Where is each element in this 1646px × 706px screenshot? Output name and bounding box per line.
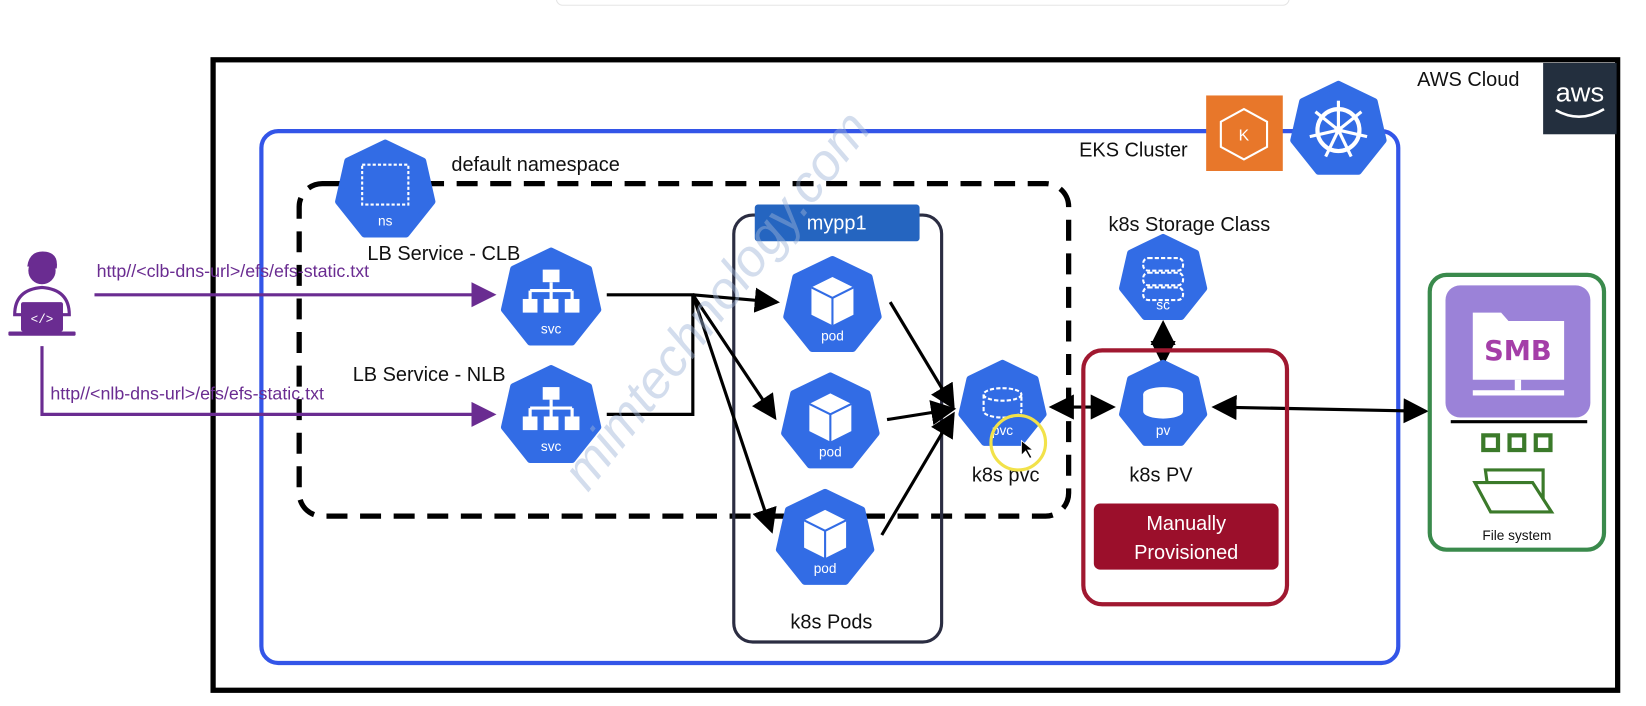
namespace-label: default namespace	[451, 154, 619, 176]
svc-nlb-icon-text: svc	[541, 439, 562, 454]
deployment-title: mypp1	[807, 213, 867, 235]
service-to-pod-connectors	[606, 287, 780, 534]
nlb-request-arrow	[40, 346, 497, 427]
clb-url: http//<clb-dns-url>/efs/efs-static.txt	[97, 261, 370, 281]
lb-service-nlb-label: LB Service - NLB	[353, 364, 506, 386]
namespace-icon: ns	[335, 139, 436, 238]
pv-filesystem-arrow	[1211, 394, 1429, 424]
filesystem-boundary	[1427, 272, 1607, 552]
svg-text:</>: </>	[31, 313, 54, 327]
svg-text:Provisioned: Provisioned	[1134, 542, 1238, 564]
mouse-pointer-icon	[1020, 439, 1035, 459]
pod-icon-2: pod	[781, 372, 880, 469]
kubernetes-logo-icon	[1290, 80, 1387, 175]
smb-share-icon: SMB	[1445, 285, 1591, 418]
default-namespace-boundary	[296, 180, 1072, 519]
svg-text:aws: aws	[1556, 77, 1605, 108]
pv-group-boundary	[1081, 348, 1290, 607]
deployment-title-bar	[754, 204, 920, 242]
filesystem-label: File system	[1482, 528, 1551, 543]
manually-provisioned-badge: Manually Provisioned	[1093, 503, 1279, 570]
pvc-icon: pvc	[958, 359, 1047, 446]
svg-text:K: K	[1239, 128, 1250, 145]
pv-icon-text: pv	[1156, 423, 1171, 438]
pod-to-pvc-connectors	[880, 301, 957, 536]
top-card-edge	[555, 0, 1290, 6]
open-folder-icon	[1472, 468, 1555, 514]
pv-label: k8s PV	[1129, 465, 1193, 487]
cursor-highlight	[989, 413, 1048, 472]
svc-nlb-icon: svc	[500, 365, 602, 464]
lb-service-clb-label: LB Service - CLB	[367, 243, 520, 265]
nlb-url: http//<nlb-dns-url>/efs/efs-static.txt	[50, 384, 324, 404]
pv-icon: pv	[1119, 359, 1208, 446]
storage-class-icon-text: sc	[1156, 297, 1170, 312]
aws-cloud-label: AWS Cloud	[1417, 69, 1519, 91]
pod-icon-3-text: pod	[814, 561, 837, 576]
svc-clb-icon: svc	[500, 247, 602, 346]
eks-cluster-label: EKS Cluster	[1079, 139, 1188, 161]
svg-text:Manually: Manually	[1146, 513, 1226, 535]
svg-text:SMB: SMB	[1484, 336, 1552, 367]
pod-icon-3: pod	[775, 488, 875, 585]
chip-icons	[1481, 433, 1553, 453]
pod-icon-1-text: pod	[821, 328, 844, 343]
pod-icon-1: pod	[783, 255, 882, 352]
developer-user-icon: </>	[8, 251, 76, 336]
storage-class-label: k8s Storage Class	[1108, 214, 1270, 236]
storage-class-icon: sc	[1119, 233, 1208, 320]
aws-logo: aws	[1543, 62, 1617, 135]
svc-clb-icon-text: svc	[541, 322, 562, 337]
namespace-icon-text: ns	[378, 214, 393, 229]
eks-icon: K	[1206, 95, 1283, 171]
pods-label: k8s Pods	[790, 611, 872, 633]
aws-cloud-boundary	[210, 57, 1621, 693]
pod-icon-2-text: pod	[819, 445, 842, 460]
